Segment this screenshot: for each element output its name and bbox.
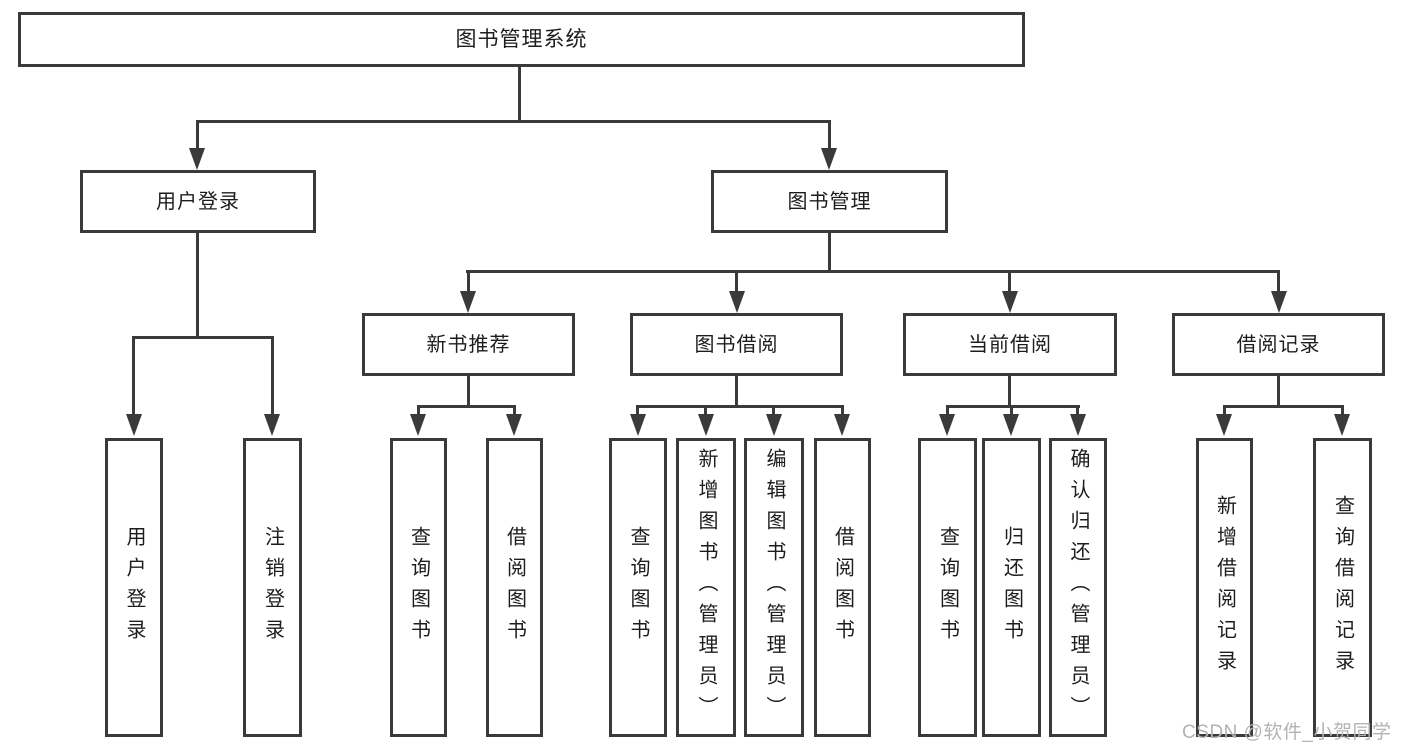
leaf-br-query-record-label: 查询借阅记录	[1331, 494, 1354, 681]
connector-root-branch	[196, 120, 831, 123]
connector-new-book-rec-branch	[417, 405, 516, 408]
connector-arrow-stem-login-leaf	[132, 336, 135, 416]
leaf-bb-borrow-books-label: 借阅图书	[831, 525, 854, 650]
connector-user-login-stem	[196, 233, 199, 336]
leaf-cb-confirm-return-admin: 确认归还（管理员）	[1049, 438, 1107, 737]
leaf-rec-query-books-label: 查询图书	[407, 525, 430, 650]
connector-arrow-stem-rec-borrow	[513, 405, 516, 417]
node-borrow-records-label: 借阅记录	[1236, 333, 1321, 356]
connector-current-borrow-stem	[1008, 376, 1011, 405]
node-book-mgmt-label: 图书管理	[787, 190, 872, 213]
connector-new-book-rec-stem	[467, 376, 470, 405]
arrowhead-br-add	[1216, 414, 1232, 436]
leaf-cb-confirm-return-admin-label: 确认归还（管理员）	[1067, 448, 1089, 727]
leaf-bb-borrow-books: 借阅图书	[814, 438, 871, 737]
connector-arrow-stem-logout-leaf	[271, 336, 274, 416]
node-current-borrow-label: 当前借阅	[968, 333, 1052, 356]
leaf-bb-query-books-label: 查询图书	[627, 525, 649, 650]
arrowhead-bb-add	[698, 414, 714, 436]
arrowhead-bb-query	[630, 414, 646, 436]
leaf-rec-query-books: 查询图书	[390, 438, 447, 737]
arrowhead-current-borrow	[1002, 291, 1018, 313]
leaf-rec-borrow-books-label: 借阅图书	[503, 525, 526, 650]
arrowhead-cb-query	[939, 414, 955, 436]
leaf-bb-add-books-admin-label: 新增图书（管理员）	[695, 448, 717, 727]
connector-book-borrow-branch	[636, 405, 844, 408]
connector-arrow-stem-current-borrow	[1008, 270, 1011, 292]
node-user-login: 用户登录	[80, 170, 316, 233]
arrowhead-new-book-rec	[460, 291, 476, 313]
leaf-user-login-label: 用户登录	[123, 525, 145, 650]
leaf-bb-query-books: 查询图书	[609, 438, 667, 737]
arrowhead-cb-return	[1003, 414, 1019, 436]
leaf-logout-label: 注销登录	[261, 525, 284, 650]
connector-book-mgmt-stem	[828, 233, 831, 270]
connector-arrow-stem-rec-query	[417, 405, 420, 417]
leaf-br-add-record-label: 新增借阅记录	[1213, 494, 1236, 681]
leaf-rec-borrow-books: 借阅图书	[486, 438, 543, 737]
arrowhead-user-login	[189, 148, 205, 170]
csdn-watermark: CSDN @软件_小贺同学	[1182, 722, 1392, 743]
leaf-logout: 注销登录	[243, 438, 302, 737]
arrowhead-book-borrow	[729, 291, 745, 313]
leaf-cb-query-books: 查询图书	[918, 438, 977, 737]
leaf-br-query-record: 查询借阅记录	[1313, 438, 1372, 737]
connector-book-mgmt-branch	[466, 270, 1280, 273]
arrowhead-bb-borrow	[834, 414, 850, 436]
connector-arrow-stem-borrow-records	[1277, 270, 1280, 292]
arrowhead-rec-query	[410, 414, 426, 436]
node-user-login-label: 用户登录	[156, 190, 240, 213]
node-new-book-rec-label: 新书推荐	[426, 333, 511, 356]
node-root: 图书管理系统	[18, 12, 1025, 67]
arrowhead-br-query	[1334, 414, 1350, 436]
node-borrow-records: 借阅记录	[1172, 313, 1385, 376]
connector-book-borrow-stem	[735, 376, 738, 405]
connector-arrow-stem-bb-add	[704, 405, 707, 417]
connector-arrow-stem-user-login	[196, 120, 199, 150]
node-book-borrow-label: 图书借阅	[694, 333, 779, 356]
arrowhead-login-leaf	[126, 414, 142, 436]
leaf-bb-edit-books-admin: 编辑图书（管理员）	[744, 438, 804, 737]
arrowhead-rec-borrow	[506, 414, 522, 436]
node-new-book-rec: 新书推荐	[362, 313, 575, 376]
leaf-cb-return-books: 归还图书	[982, 438, 1041, 737]
node-book-borrow: 图书借阅	[630, 313, 843, 376]
leaf-br-add-record: 新增借阅记录	[1196, 438, 1253, 737]
leaf-bb-add-books-admin: 新增图书（管理员）	[676, 438, 736, 737]
connector-root-stem	[518, 67, 521, 120]
connector-arrow-stem-book-borrow	[735, 270, 738, 292]
leaf-bb-edit-books-admin-label: 编辑图书（管理员）	[763, 448, 785, 727]
connector-arrow-stem-bb-edit	[772, 405, 775, 417]
leaf-cb-return-books-label: 归还图书	[1000, 525, 1023, 650]
connector-user-login-branch	[132, 336, 274, 339]
arrowhead-bb-edit	[766, 414, 782, 436]
leaf-user-login: 用户登录	[105, 438, 163, 737]
node-current-borrow: 当前借阅	[903, 313, 1117, 376]
leaf-cb-query-books-label: 查询图书	[936, 525, 959, 650]
connector-arrow-stem-br-add	[1223, 405, 1226, 417]
connector-arrow-stem-bb-borrow	[841, 405, 844, 417]
arrowhead-borrow-records	[1271, 291, 1287, 313]
connector-borrow-records-stem	[1277, 376, 1280, 405]
connector-arrow-stem-cb-return	[1010, 405, 1013, 417]
arrowhead-logout-leaf	[264, 414, 280, 436]
connector-arrow-stem-cb-query	[946, 405, 949, 417]
node-root-label: 图书管理系统	[455, 28, 588, 51]
connector-borrow-records-branch	[1223, 405, 1344, 408]
arrowhead-cb-confirm	[1070, 414, 1086, 436]
connector-arrow-stem-book-mgmt	[828, 120, 831, 150]
connector-current-borrow-branch	[946, 405, 1080, 408]
connector-arrow-stem-br-query	[1341, 405, 1344, 417]
connector-arrow-stem-cb-confirm	[1076, 405, 1079, 417]
arrowhead-book-mgmt	[821, 148, 837, 170]
node-book-mgmt: 图书管理	[711, 170, 948, 233]
connector-arrow-stem-bb-query	[636, 405, 639, 417]
connector-arrow-stem-new-book-rec	[467, 270, 470, 292]
